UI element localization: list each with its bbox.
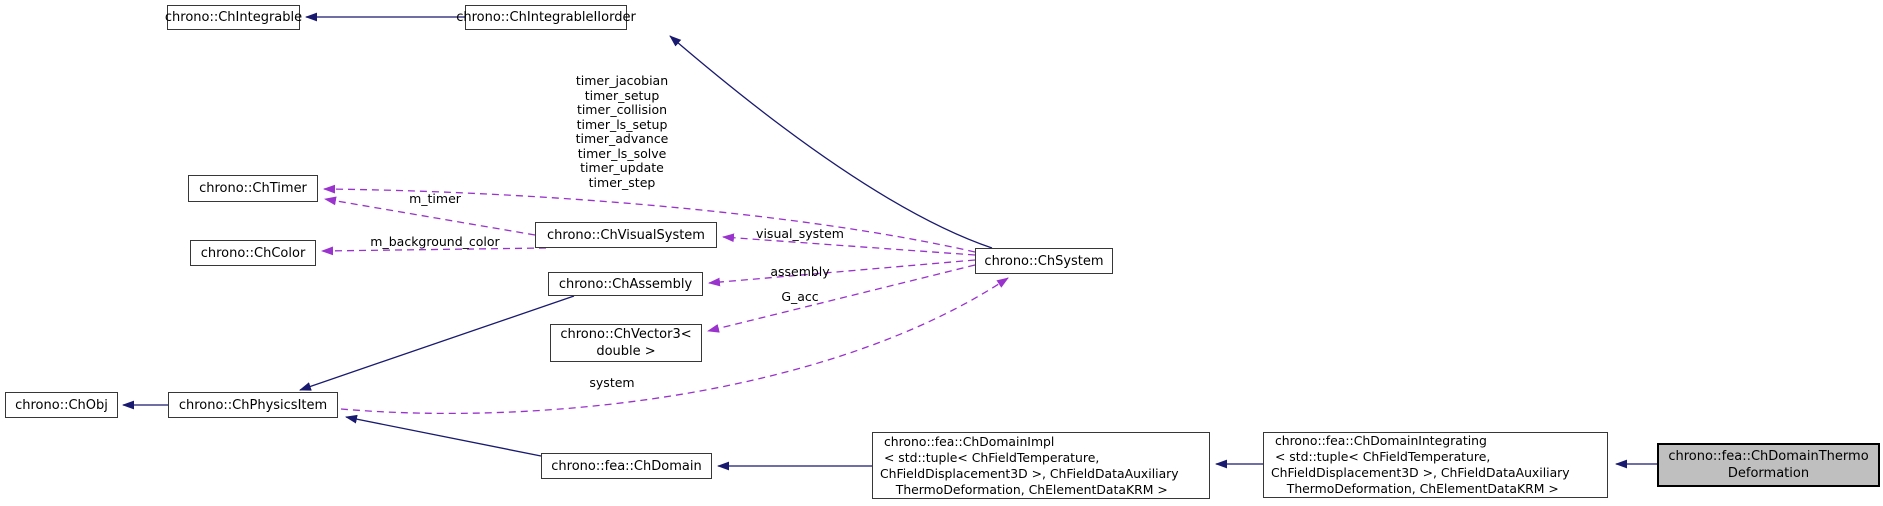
node-ch-color[interactable]: chrono::ChColor: [190, 240, 316, 266]
node-ch-integrable[interactable]: chrono::ChIntegrable: [165, 5, 302, 30]
node-ch-domain-thermo-deformation: chrono::fea::ChDomainThermo Deformation: [1657, 443, 1880, 487]
node-ch-visual-system[interactable]: chrono::ChVisualSystem: [535, 222, 717, 248]
edge-chassembly-to-chphysicsitem: [299, 295, 575, 391]
node-ch-physics-item[interactable]: chrono::ChPhysicsItem: [168, 392, 338, 418]
edge-chdomain-to-chphysicsitem: [345, 414, 542, 457]
node-ch-vector3[interactable]: chrono::ChVector3< double >: [550, 324, 702, 362]
edge-chvisualsystem-to-chtimer: [324, 196, 536, 236]
node-ch-domain-integrating[interactable]: chrono::fea::ChDomainIntegrating < std::…: [1263, 432, 1608, 498]
edge-chphysicsitem-to-chsystem: [340, 277, 1009, 414]
edge-chsystem-to-chtimer: [323, 184, 976, 253]
node-ch-obj[interactable]: chrono::ChObj: [5, 392, 118, 418]
node-ch-domain-impl[interactable]: chrono::fea::ChDomainImpl < std::tuple< …: [872, 432, 1210, 499]
edge-chvisualsystem-to-chcolor: [321, 246, 547, 256]
edge-chsystem-to-chvector3: [707, 264, 976, 333]
edge-chsystem-to-chassembly: [708, 259, 976, 287]
node-ch-integrable-iiorder[interactable]: chrono::ChIntegrableIIorder: [456, 5, 636, 30]
node-ch-domain[interactable]: chrono::fea::ChDomain: [541, 453, 712, 479]
edge-chsystem-to-chvisualsystem: [722, 233, 976, 256]
edge-chsystem-to-iiorder: [669, 35, 993, 249]
node-ch-assembly[interactable]: chrono::ChAssembly: [548, 272, 703, 296]
node-ch-system[interactable]: chrono::ChSystem: [975, 248, 1113, 274]
node-ch-timer[interactable]: chrono::ChTimer: [188, 175, 318, 202]
